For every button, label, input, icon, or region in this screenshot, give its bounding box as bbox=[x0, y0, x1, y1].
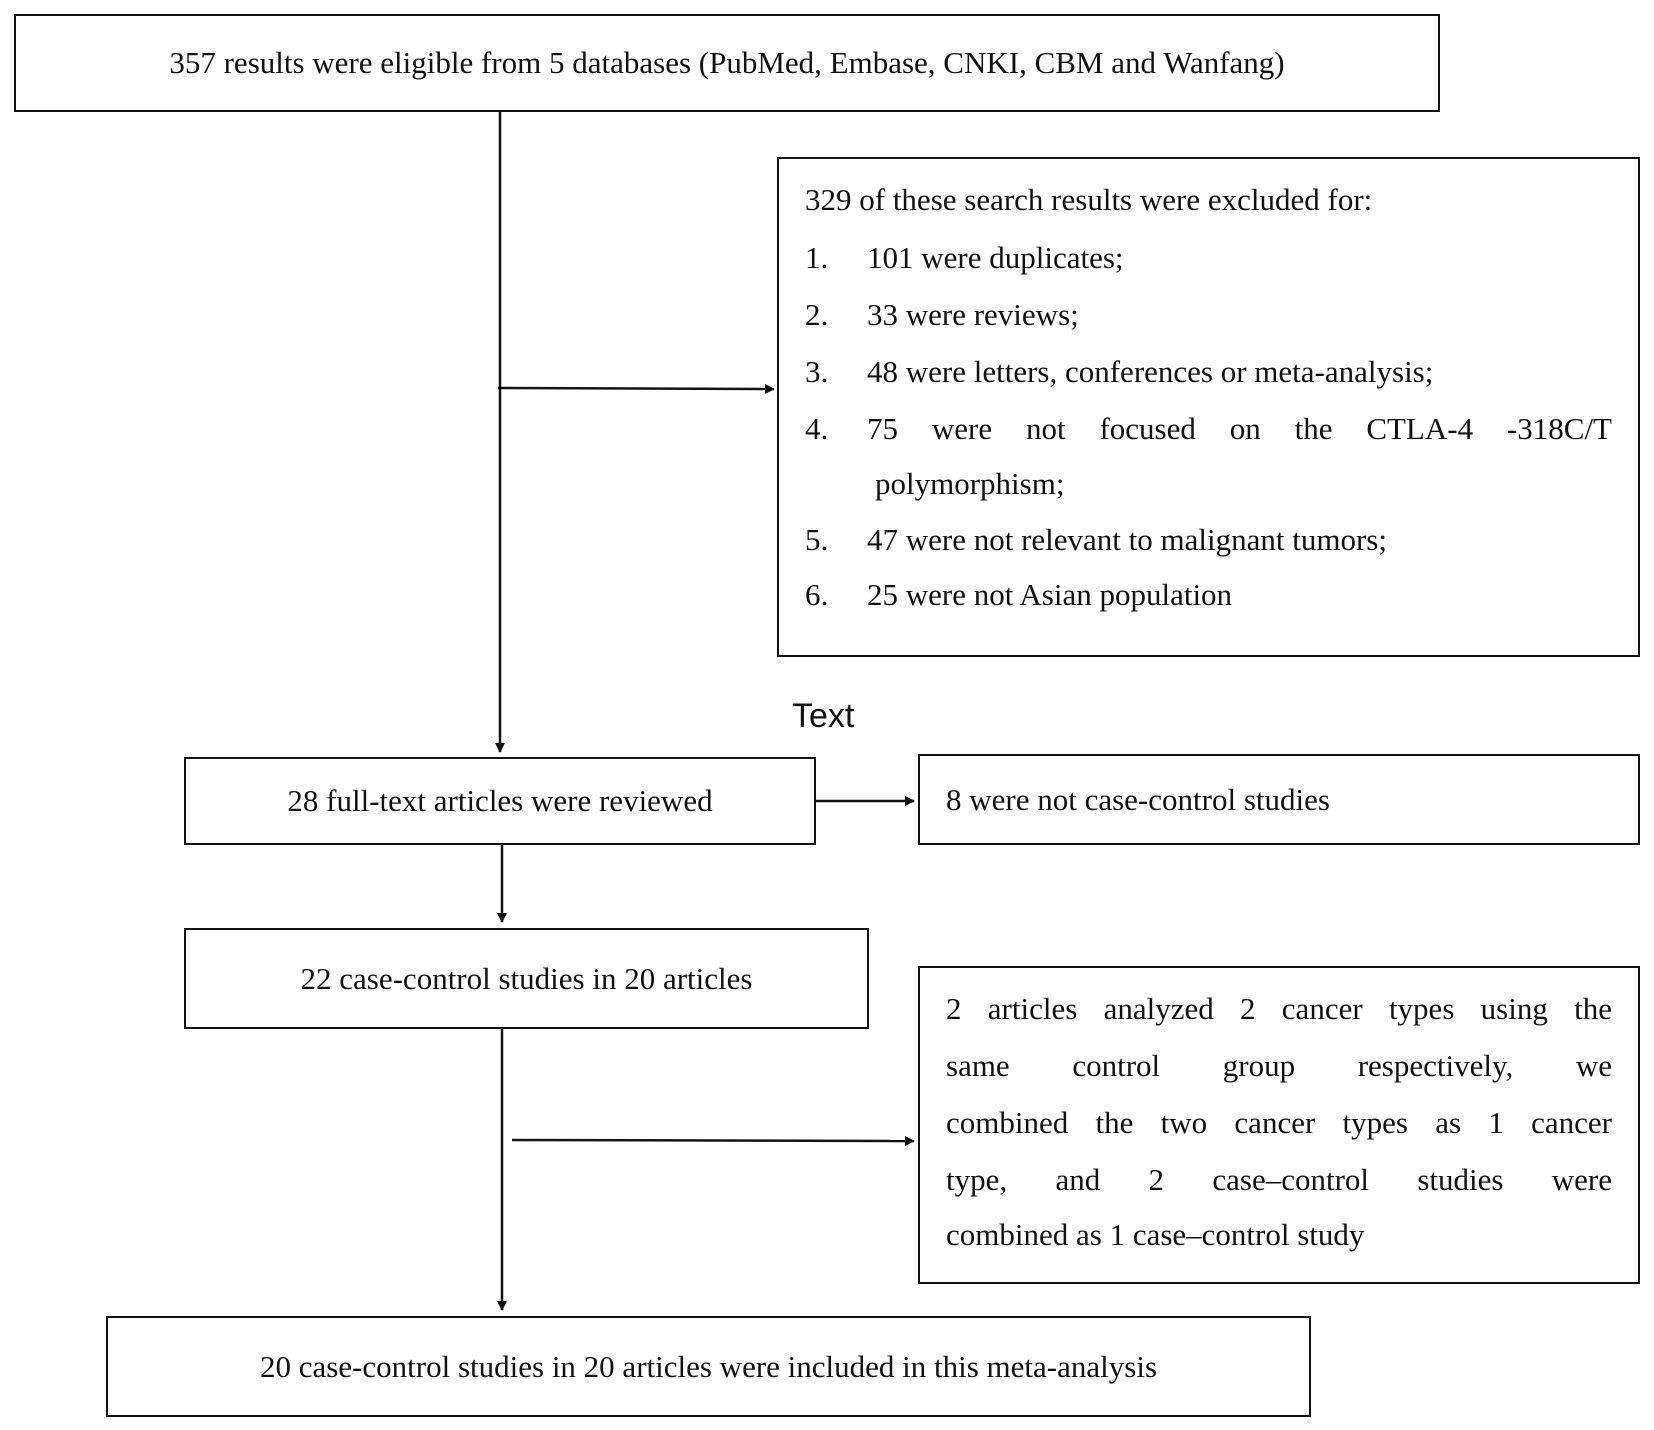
arrow-to-note bbox=[511, 1135, 915, 1146]
note-line: combined as 1 case–control study bbox=[946, 1217, 1365, 1252]
note-line: type, and 2 case–control studies were bbox=[946, 1162, 1612, 1197]
floating-text-label: Text bbox=[792, 697, 855, 735]
box-eligible-results: 357 results were eligible from 5 databas… bbox=[14, 14, 1440, 112]
exclusion-item: 6.25 were not Asian population bbox=[805, 577, 1233, 612]
exclusion-item: 3.48 were letters, conferences or meta-a… bbox=[805, 354, 1434, 389]
box-fulltext-reviewed: 28 full-text articles were reviewed bbox=[184, 757, 816, 845]
note-line: combined the two cancer types as 1 cance… bbox=[946, 1105, 1612, 1140]
exclusions-title: 329 of these search results were exclude… bbox=[805, 182, 1373, 217]
case-control-studies-text: 22 case-control studies in 20 articles bbox=[300, 960, 753, 996]
box-final-included: 20 case-control studies in 20 articles w… bbox=[106, 1316, 1311, 1417]
box-exclusions: 329 of these search results were exclude… bbox=[777, 157, 1640, 657]
not-case-control-text: 8 were not case-control studies bbox=[946, 781, 1330, 817]
note-line: same control group respectively, we bbox=[946, 1048, 1612, 1083]
exclusion-item: 1.101 were duplicates; bbox=[805, 240, 1124, 275]
arrow-to-exclusion bbox=[497, 383, 775, 394]
final-included-text: 20 case-control studies in 20 articles w… bbox=[259, 1348, 1158, 1384]
exclusion-item: 5.47 were not relevant to malignant tumo… bbox=[805, 522, 1387, 557]
fulltext-reviewed-text: 28 full-text articles were reviewed bbox=[287, 783, 713, 819]
exclusion-item: 4.75 were not focused on the CTLA-4 -318… bbox=[805, 411, 1612, 446]
exclusion-item: 2.33 were reviews; bbox=[805, 297, 1079, 332]
exclusion-item-continuation: polymorphism; bbox=[875, 466, 1065, 501]
box-case-control-studies: 22 case-control studies in 20 articles bbox=[184, 928, 869, 1029]
eligible-results-text: 357 results were eligible from 5 databas… bbox=[169, 45, 1285, 81]
box-combined-note: 2 articles analyzed 2 cancer types using… bbox=[918, 966, 1640, 1284]
note-line: 2 articles analyzed 2 cancer types using… bbox=[946, 991, 1612, 1026]
box-not-case-control: 8 were not case-control studies bbox=[918, 754, 1640, 845]
